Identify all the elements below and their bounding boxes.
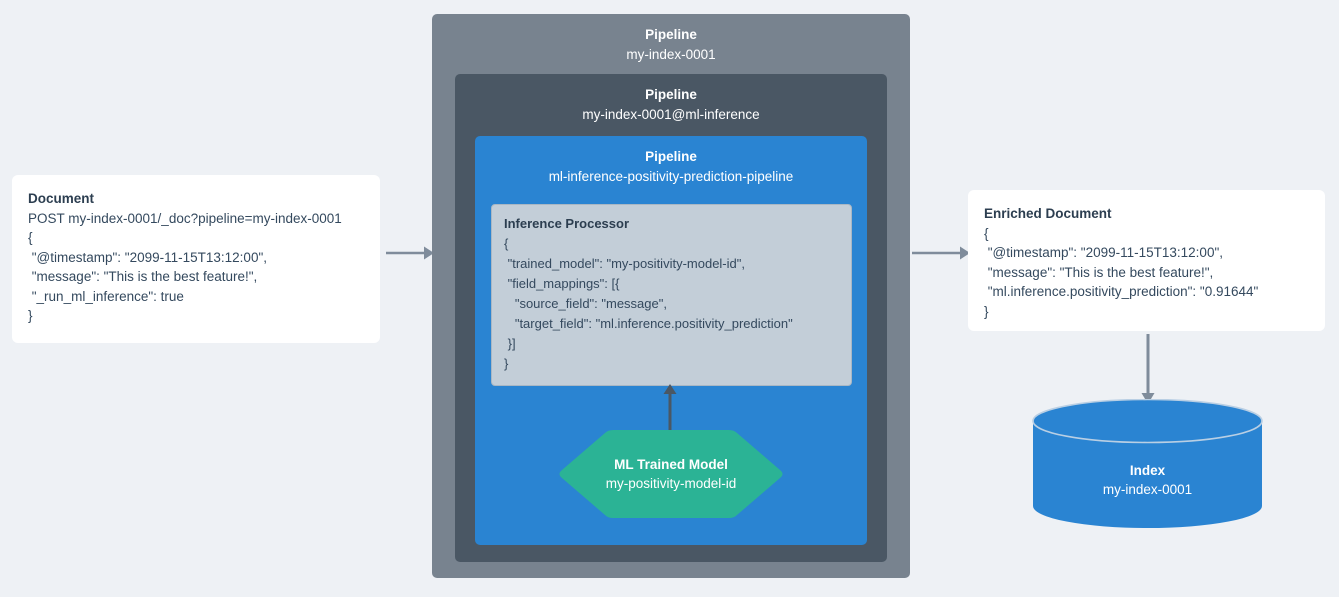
pipeline-middle-name: my-index-0001@ml-inference [582,107,760,122]
enriched-document-line-0: { [984,225,989,241]
pipeline-inner-name: ml-inference-positivity-prediction-pipel… [548,169,794,184]
enriched-document-line-2: "message": "This is the best feature!", [984,264,1214,280]
enriched-document-card: Enriched Document { "@timestamp": "2099-… [968,190,1325,331]
document-line-5: } [28,308,33,323]
pipeline-middle-header: Pipeline my-index-0001@ml-inference [455,74,887,125]
pipeline-middle-label: Pipeline [645,87,697,102]
enriched-document-title: Enriched Document [984,206,1112,221]
arrow-document-to-pipeline-icon [386,243,434,263]
index-cylinder: Index my-index-0001 [1032,399,1263,528]
document-line-0: POST my-index-0001/_doc?pipeline=my-inde… [28,210,342,226]
inference-processor-line-1: "trained_model": "my-positivity-model-id… [504,256,745,271]
arrow-pipeline-to-enriched-icon [912,243,970,263]
inference-processor-box: Inference Processor { "trained_model": "… [491,204,852,386]
pipeline-outer-label: Pipeline [645,27,697,42]
inference-processor-line-3: "source_field": "message", [504,296,667,311]
pipeline-inner-label: Pipeline [645,149,697,164]
inference-processor-line-6: } [504,356,509,371]
arrow-enriched-to-index-icon [1137,334,1159,404]
document-card: Document POST my-index-0001/_doc?pipelin… [12,175,380,343]
document-line-4: "_run_ml_inference": true [28,288,184,304]
pipeline-outer-header: Pipeline my-index-0001 [432,14,910,65]
inference-processor-line-5: }] [504,336,516,351]
inference-processor-line-2: "field_mappings": [{ [504,276,620,291]
pipeline-outer-name: my-index-0001 [626,47,716,62]
pipeline-inner-header: Pipeline ml-inference-positivity-predict… [475,136,867,187]
document-title: Document [28,191,95,206]
enriched-document-line-3: "ml.inference.positivity_prediction": "0… [984,284,1259,299]
inference-processor-line-4: "target_field": "ml.inference.positivity… [504,316,793,331]
inference-processor-title: Inference Processor [504,216,630,231]
document-line-3: "message": "This is the best feature!", [28,269,258,284]
enriched-document-line-4: } [984,303,989,319]
document-line-1: { [28,230,33,245]
ml-trained-model-hexagon: ML Trained Model my-positivity-model-id [556,427,786,521]
arrow-model-to-processor-icon [659,384,681,432]
enriched-document-line-1: "@timestamp": "2099-11-15T13:12:00", [984,245,1223,260]
document-line-2: "@timestamp": "2099-11-15T13:12:00", [28,249,267,265]
inference-processor-line-0: { [504,236,509,251]
